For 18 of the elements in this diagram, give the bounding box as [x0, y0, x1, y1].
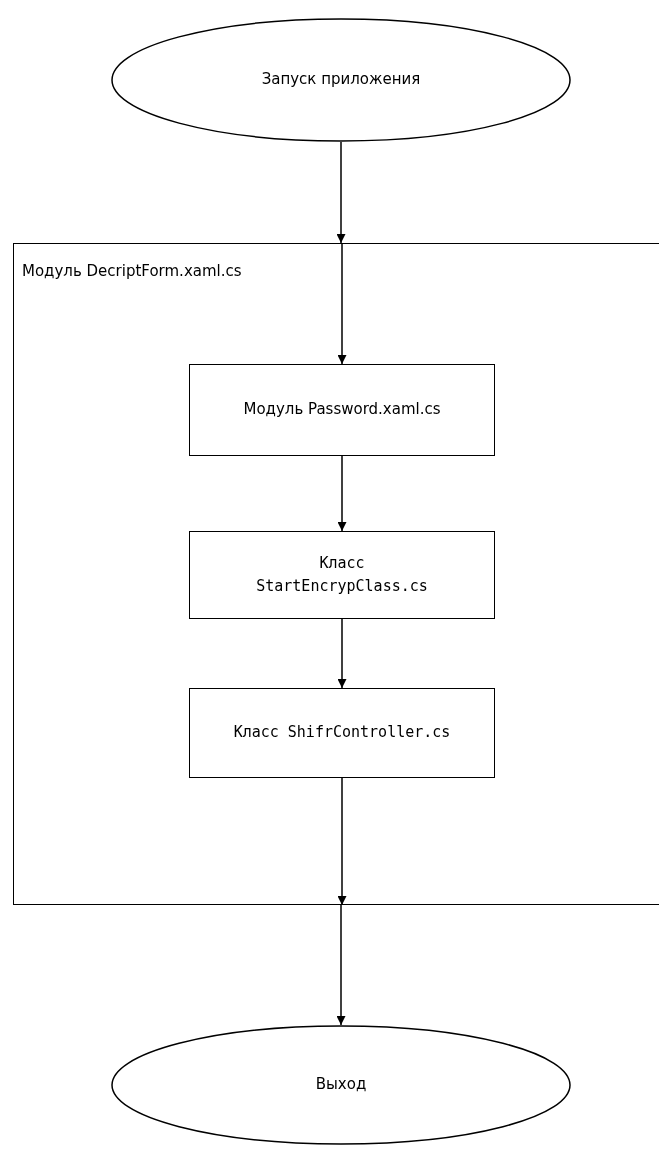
process-label: Класс StartEncrypClass.cs	[255, 552, 429, 597]
arrow	[336, 904, 346, 1026]
arrow	[337, 618, 347, 689]
process-box	[189, 531, 495, 619]
terminator-label: Выход	[315, 1074, 367, 1096]
terminator-label: Запуск приложения	[261, 69, 421, 91]
module-frame	[13, 243, 659, 905]
process-label: Модуль Password.xaml.cs	[243, 399, 441, 421]
terminator-ellipse	[111, 18, 571, 142]
terminator-ellipse	[111, 1025, 571, 1145]
process-box	[189, 364, 495, 456]
arrow	[337, 777, 347, 906]
arrow	[337, 455, 347, 532]
process-label: Класс ShifrController.cs	[233, 722, 451, 744]
frame-title: Модуль DecriptForm.xaml.cs	[22, 261, 242, 282]
arrow	[337, 242, 347, 365]
arrow	[336, 141, 346, 244]
process-box	[189, 688, 495, 778]
